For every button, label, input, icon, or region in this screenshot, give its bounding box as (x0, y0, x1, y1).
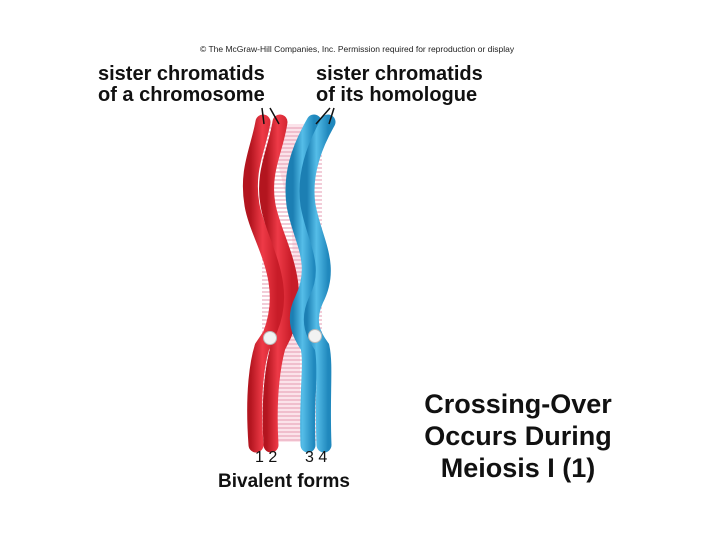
chromosome-label-line-2: of a chromosome (98, 85, 265, 106)
homologue-label: sister chromatids of its homologue (316, 64, 483, 106)
slide-title: Crossing-Over Occurs During Meiosis I (1… (394, 388, 642, 484)
homologue-label-line-1: sister chromatids (316, 64, 483, 85)
title-line-2: Occurs During (394, 420, 642, 452)
centromere-left (264, 332, 277, 345)
chromosome-label: sister chromatids of a chromosome (98, 64, 265, 106)
chromatid-numbers-left: 1 2 (255, 449, 277, 467)
title-line-1: Crossing-Over (394, 388, 642, 420)
caption: Bivalent forms (218, 471, 350, 493)
homologue-label-line-2: of its homologue (316, 85, 483, 106)
title-line-3: Meiosis I (1) (394, 452, 642, 484)
centromere-right (309, 330, 322, 343)
chromatid-numbers-right: 3 4 (305, 449, 327, 467)
copyright-notice: © The McGraw-Hill Companies, Inc. Permis… (200, 44, 560, 54)
chromosome-label-line-1: sister chromatids (98, 64, 265, 85)
